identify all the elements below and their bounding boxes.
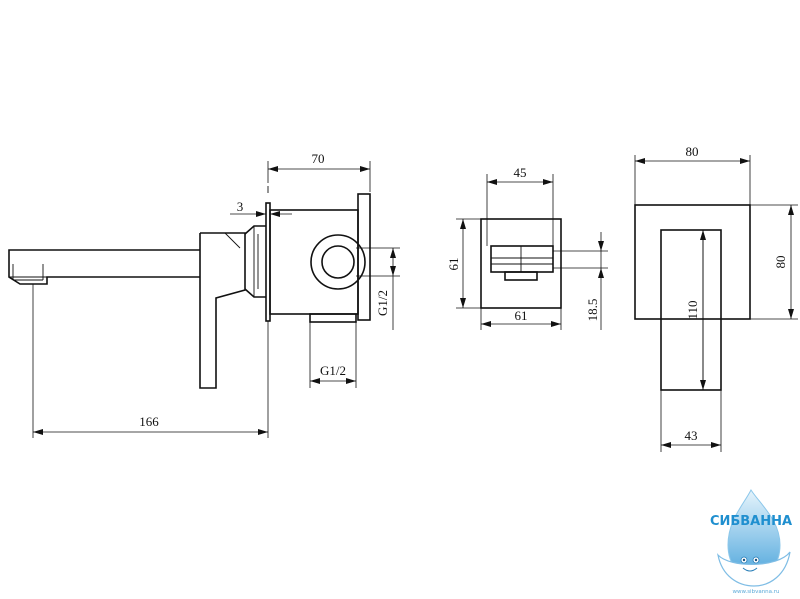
wall-flange — [357, 193, 371, 321]
spout-outline — [8, 249, 200, 285]
dim-front-61-width: 61 — [515, 308, 528, 323]
dim-front-45: 45 — [514, 165, 527, 180]
dim-side-g12-vertical: G1/2 — [375, 290, 390, 316]
dim-side-g12-horizontal: G1/2 — [320, 363, 346, 378]
brand-url: www.sibvanna.ru — [732, 589, 779, 595]
dim-front-61-height: 61 — [446, 258, 461, 271]
handle-plate — [634, 204, 751, 320]
dim-handle-80-width: 80 — [686, 144, 699, 159]
dim-handle-110: 110 — [685, 300, 700, 319]
brand-name: СИБВАННА — [710, 514, 792, 529]
front-view: 45 61 61 18.5 — [446, 165, 608, 330]
dim-handle-80-height: 80 — [773, 256, 788, 269]
front-inlet — [504, 271, 538, 281]
front-outlet — [490, 245, 554, 273]
lever-outline — [199, 232, 246, 389]
brand-logo: СИБВАННА www.sibvanna.ru — [710, 488, 792, 595]
handle-lever — [660, 229, 722, 391]
dim-side-3: 3 — [237, 199, 244, 214]
outlet-ring — [310, 234, 366, 290]
valve-body — [269, 209, 359, 315]
dim-side-166: 166 — [139, 414, 159, 429]
dim-front-18-5: 18.5 — [585, 299, 600, 322]
bottom-inlet — [309, 313, 357, 323]
bathtub-icon — [717, 551, 791, 587]
dim-handle-43: 43 — [685, 428, 698, 443]
dim-side-70: 70 — [312, 151, 325, 166]
side-view: 70 3 G1/2 G1/2 166 — [8, 151, 400, 438]
handle-view: 80 80 110 43 — [634, 144, 798, 452]
front-plate — [480, 218, 562, 309]
